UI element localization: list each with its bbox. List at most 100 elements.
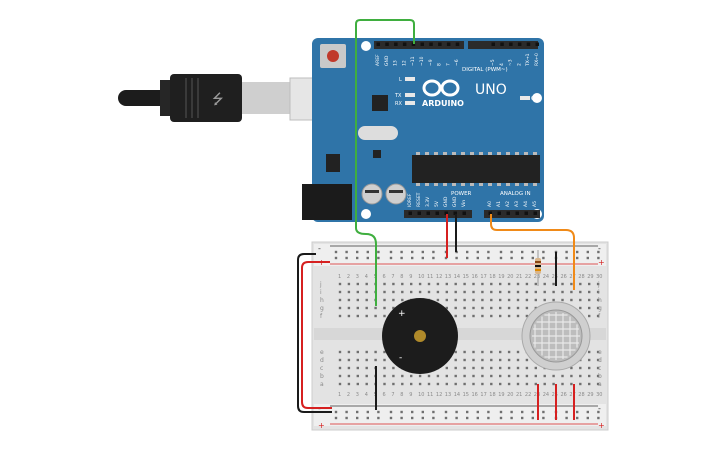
rail-hole[interactable] bbox=[542, 256, 545, 260]
breadboard-hole[interactable] bbox=[507, 382, 511, 386]
breadboard-hole[interactable] bbox=[481, 298, 484, 302]
breadboard-hole[interactable] bbox=[410, 374, 413, 378]
breadboard-hole[interactable] bbox=[525, 290, 529, 294]
rail-hole[interactable] bbox=[597, 256, 600, 260]
breadboard-hole[interactable] bbox=[347, 366, 351, 370]
rail-hole[interactable] bbox=[377, 410, 380, 414]
breadboard-hole[interactable] bbox=[347, 358, 351, 362]
breadboard-hole[interactable] bbox=[588, 290, 591, 294]
rail-hole[interactable] bbox=[476, 256, 479, 260]
breadboard-hole[interactable] bbox=[570, 290, 573, 294]
digital-pin-socket[interactable] bbox=[446, 42, 451, 47]
breadboard-hole[interactable] bbox=[383, 306, 386, 310]
breadboard-hole[interactable] bbox=[418, 382, 422, 386]
rail-hole[interactable] bbox=[444, 416, 448, 420]
rail-hole[interactable] bbox=[487, 250, 490, 254]
breadboard-hole[interactable] bbox=[463, 366, 466, 370]
breadboard-hole[interactable] bbox=[543, 374, 546, 378]
power-pin-socket[interactable] bbox=[462, 211, 467, 216]
rail-hole[interactable] bbox=[356, 410, 359, 414]
breadboard-hole[interactable] bbox=[383, 314, 386, 318]
rail-hole[interactable] bbox=[586, 410, 589, 414]
breadboard-hole[interactable] bbox=[499, 306, 502, 310]
breadboard-hole[interactable] bbox=[365, 382, 368, 386]
power-pin-socket[interactable] bbox=[453, 211, 458, 216]
breadboard-hole[interactable] bbox=[516, 290, 520, 294]
rail-hole[interactable] bbox=[487, 416, 490, 420]
breadboard-hole[interactable] bbox=[516, 282, 520, 286]
breadboard-hole[interactable] bbox=[401, 282, 404, 286]
rail-hole[interactable] bbox=[389, 250, 393, 254]
breadboard-hole[interactable] bbox=[356, 298, 359, 302]
digital-pin-socket[interactable] bbox=[438, 42, 442, 47]
power-pin-socket[interactable] bbox=[426, 211, 431, 216]
breadboard-hole[interactable] bbox=[454, 298, 457, 302]
rail-hole[interactable] bbox=[400, 256, 403, 260]
breadboard-hole[interactable] bbox=[392, 282, 395, 286]
digital-pin-socket[interactable] bbox=[402, 42, 407, 47]
rail-hole[interactable] bbox=[531, 416, 534, 420]
digital-pin-socket[interactable] bbox=[526, 42, 531, 47]
rail-hole[interactable] bbox=[389, 416, 393, 420]
rail-hole[interactable] bbox=[345, 250, 348, 254]
breadboard-hole[interactable] bbox=[588, 298, 591, 302]
rail-hole[interactable] bbox=[521, 410, 524, 414]
rail-hole[interactable] bbox=[334, 250, 338, 254]
breadboard-hole[interactable] bbox=[374, 350, 377, 354]
breadboard-hole[interactable] bbox=[588, 306, 591, 310]
breadboard-hole[interactable] bbox=[338, 350, 342, 354]
digital-pin-socket[interactable] bbox=[376, 42, 381, 47]
rail-hole[interactable] bbox=[576, 250, 579, 254]
breadboard-hole[interactable] bbox=[516, 306, 520, 310]
breadboard-hole[interactable] bbox=[579, 282, 582, 286]
breadboard-hole[interactable] bbox=[463, 374, 466, 378]
breadboard-hole[interactable] bbox=[588, 358, 591, 362]
breadboard-hole[interactable] bbox=[347, 298, 351, 302]
breadboard-hole[interactable] bbox=[516, 350, 520, 354]
rail-hole[interactable] bbox=[411, 250, 414, 254]
breadboard-hole[interactable] bbox=[552, 382, 555, 386]
breadboard-hole[interactable] bbox=[338, 306, 342, 310]
breadboard-hole[interactable] bbox=[561, 382, 564, 386]
breadboard-hole[interactable] bbox=[392, 290, 395, 294]
breadboard-hole[interactable] bbox=[481, 382, 484, 386]
breadboard-hole[interactable] bbox=[472, 350, 475, 354]
breadboard-hole[interactable] bbox=[445, 282, 448, 286]
rail-hole[interactable] bbox=[565, 256, 568, 260]
breadboard-hole[interactable] bbox=[481, 374, 484, 378]
digital-pin-socket[interactable] bbox=[491, 42, 496, 47]
analog-pin-socket[interactable] bbox=[488, 211, 493, 216]
breadboard-hole[interactable] bbox=[427, 290, 431, 294]
rail-hole[interactable] bbox=[586, 256, 589, 260]
digital-pin-socket[interactable] bbox=[429, 42, 433, 47]
breadboard-hole[interactable] bbox=[454, 374, 457, 378]
rail-hole[interactable] bbox=[466, 250, 469, 254]
breadboard-hole[interactable] bbox=[454, 358, 457, 362]
breadboard-hole[interactable] bbox=[534, 290, 537, 294]
breadboard-hole[interactable] bbox=[410, 282, 413, 286]
analog-pin-socket[interactable] bbox=[497, 211, 502, 216]
breadboard-hole[interactable] bbox=[356, 366, 359, 370]
breadboard-hole[interactable] bbox=[383, 366, 386, 370]
breadboard-hole[interactable] bbox=[472, 314, 475, 318]
breadboard-hole[interactable] bbox=[383, 350, 386, 354]
rail-hole[interactable] bbox=[576, 256, 579, 260]
breadboard-hole[interactable] bbox=[507, 350, 511, 354]
breadboard-hole[interactable] bbox=[436, 374, 440, 378]
rail-hole[interactable] bbox=[421, 250, 424, 254]
breadboard-hole[interactable] bbox=[596, 374, 600, 378]
breadboard-hole[interactable] bbox=[596, 314, 600, 318]
breadboard-hole[interactable] bbox=[579, 290, 582, 294]
breadboard-hole[interactable] bbox=[356, 382, 359, 386]
breadboard-hole[interactable] bbox=[365, 350, 368, 354]
analog-pin-socket[interactable] bbox=[524, 211, 529, 216]
rail-hole[interactable] bbox=[421, 256, 424, 260]
power-pin-socket[interactable] bbox=[435, 211, 440, 216]
breadboard-hole[interactable] bbox=[596, 382, 600, 386]
rail-hole[interactable] bbox=[499, 250, 503, 254]
breadboard-hole[interactable] bbox=[490, 298, 493, 302]
breadboard-hole[interactable] bbox=[401, 290, 404, 294]
breadboard-hole[interactable] bbox=[445, 366, 448, 370]
breadboard-hole[interactable] bbox=[454, 306, 457, 310]
